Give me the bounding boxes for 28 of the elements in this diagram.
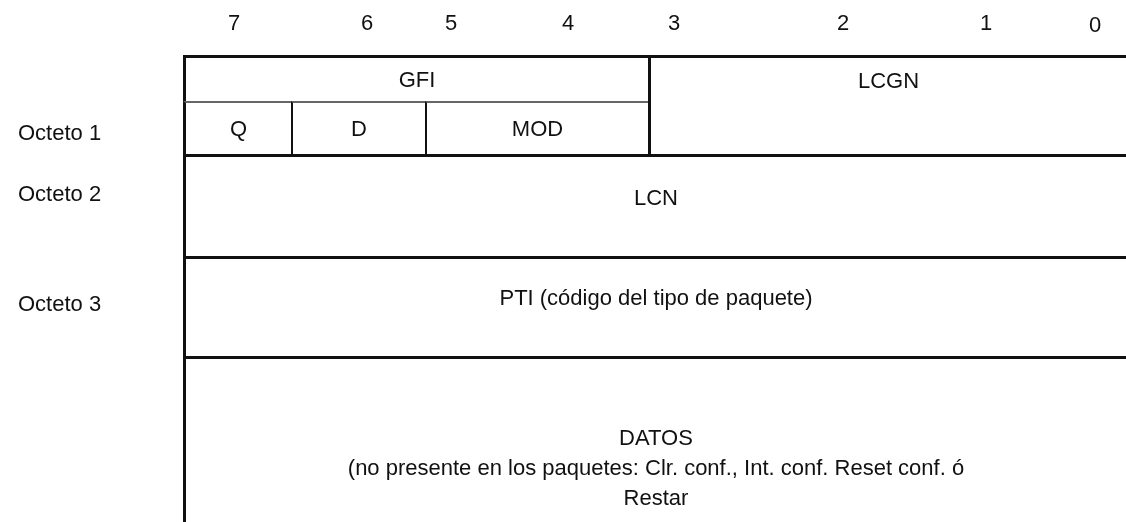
field-note: (no presente en los paquetes: Clr. conf., Int. conf. Reset conf. ó Restar [346, 454, 966, 512]
octet-label: Octeto 1 [18, 120, 102, 146]
octet-label: Octeto 3 [18, 291, 102, 317]
field-label: MOD [511, 114, 564, 143]
bit-number: 5 [445, 10, 458, 36]
field-cell [183, 154, 1126, 256]
field-label: D [351, 114, 367, 143]
field-cell [183, 256, 1126, 356]
bit-number: 7 [228, 10, 241, 36]
field-cell [425, 101, 648, 154]
field-cell [648, 55, 1126, 154]
field-cell [291, 101, 425, 154]
field-label: PTI (código del tipo de paquete) [499, 284, 813, 312]
bit-number: 2 [837, 10, 850, 36]
bit-number: 1 [980, 10, 993, 36]
field-cell [183, 101, 291, 154]
field-label: LCGN [857, 67, 920, 95]
bit-number: 0 [1089, 12, 1102, 38]
field-label: DATOS [619, 424, 693, 452]
field-label: GFI [398, 66, 436, 94]
bit-number: 4 [562, 10, 575, 36]
field-cell [183, 55, 648, 102]
field-label: LCN [634, 184, 678, 212]
octet-label: Octeto 2 [18, 181, 102, 207]
field-label: Q [229, 114, 248, 143]
bit-number: 3 [668, 10, 681, 36]
field-cell [183, 356, 1126, 522]
bit-number: 6 [361, 10, 374, 36]
